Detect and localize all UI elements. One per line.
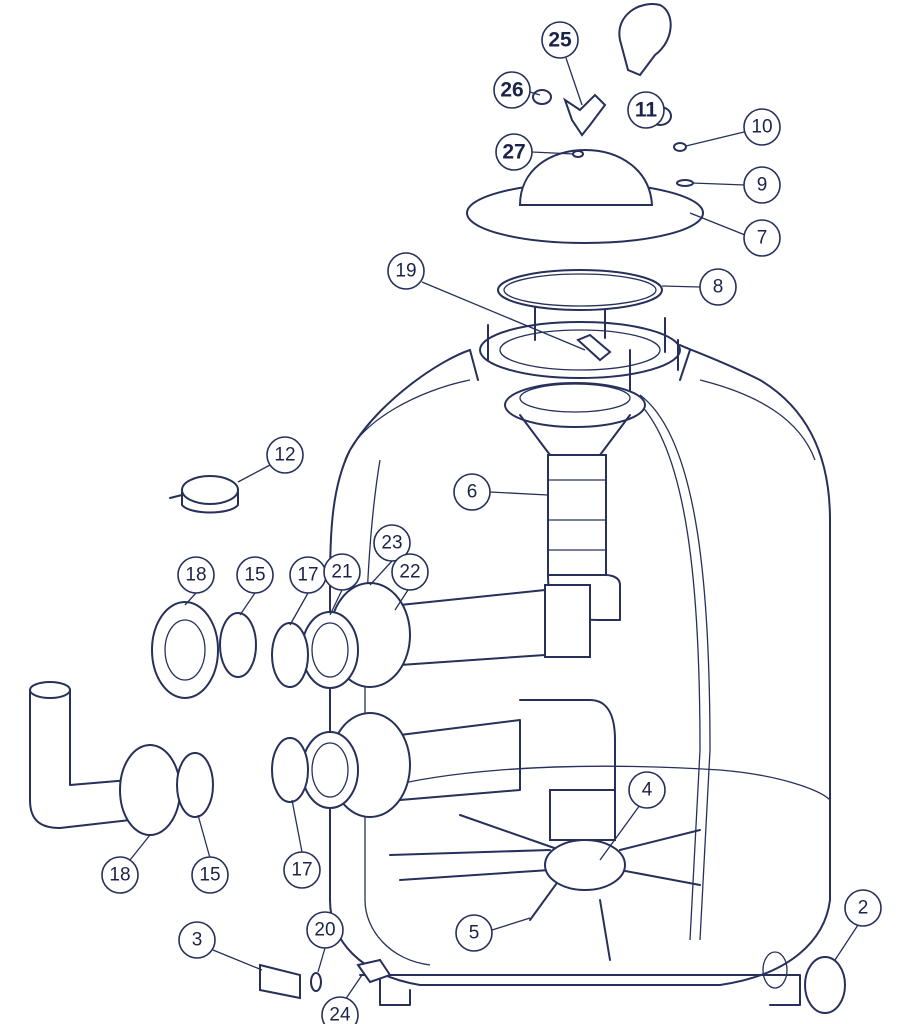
callout-21: 21: [323, 553, 361, 591]
svg-text:10: 10: [751, 117, 772, 138]
svg-text:17: 17: [297, 565, 318, 586]
svg-text:24: 24: [329, 1005, 351, 1024]
callout-10: 10: [743, 108, 781, 146]
svg-text:22: 22: [399, 562, 420, 583]
callout-27: 27: [495, 133, 533, 171]
callout-17-upper: 17: [289, 556, 327, 594]
leader-lines: [129, 57, 859, 1001]
lid-assembly: [466, 3, 704, 362]
svg-text:11: 11: [635, 99, 658, 122]
diffuser-and-central-pipe: [504, 382, 646, 621]
callout-25: 25: [541, 21, 579, 59]
lower-pipe-assembly: [271, 699, 616, 841]
svg-text:15: 15: [199, 865, 220, 886]
svg-text:18: 18: [109, 865, 130, 886]
svg-text:18: 18: [185, 565, 206, 586]
callout-15-upper: 15: [236, 556, 274, 594]
callout-8: 8: [699, 268, 737, 306]
upper-pipe-assembly: [271, 582, 591, 689]
callout-22: 22: [391, 553, 429, 591]
svg-text:23: 23: [381, 533, 402, 554]
callout-5: 5: [455, 914, 493, 952]
laterals-hub: [389, 814, 701, 961]
filter-tank: [329, 304, 831, 1006]
svg-text:27: 27: [502, 141, 525, 164]
svg-text:2: 2: [858, 898, 869, 919]
svg-text:25: 25: [548, 29, 572, 52]
callout-19: 19: [387, 252, 425, 290]
callout-4: 4: [628, 771, 666, 809]
svg-text:5: 5: [469, 923, 480, 944]
callout-15-lower: 15: [191, 856, 229, 894]
svg-text:3: 3: [192, 930, 203, 951]
svg-text:15: 15: [244, 565, 265, 586]
callout-9: 9: [743, 166, 781, 204]
svg-text:17: 17: [291, 860, 312, 881]
callout-17-lower: 17: [283, 851, 321, 889]
left-fittings: [29, 475, 846, 1014]
callout-7: 7: [743, 219, 781, 257]
svg-text:6: 6: [467, 482, 478, 503]
callout-26: 26: [493, 71, 531, 109]
callout-11: 11: [627, 91, 665, 129]
svg-text:12: 12: [274, 445, 295, 466]
callout-12: 12: [266, 436, 304, 474]
callout-18-lower: 18: [101, 856, 139, 894]
callout-18-upper: 18: [177, 556, 215, 594]
callout-23: 23: [373, 524, 411, 562]
svg-text:26: 26: [500, 79, 523, 102]
svg-text:4: 4: [642, 780, 653, 801]
callout-3: 3: [178, 921, 216, 959]
svg-text:8: 8: [713, 277, 724, 298]
callout-24: 24: [321, 996, 359, 1024]
svg-text:19: 19: [395, 261, 416, 282]
svg-text:9: 9: [757, 175, 768, 196]
svg-text:7: 7: [757, 228, 768, 249]
callout-20: 20: [306, 911, 344, 949]
callout-6: 6: [453, 473, 491, 511]
svg-text:21: 21: [331, 562, 352, 583]
svg-text:20: 20: [314, 920, 335, 941]
callout-2: 2: [844, 889, 882, 927]
